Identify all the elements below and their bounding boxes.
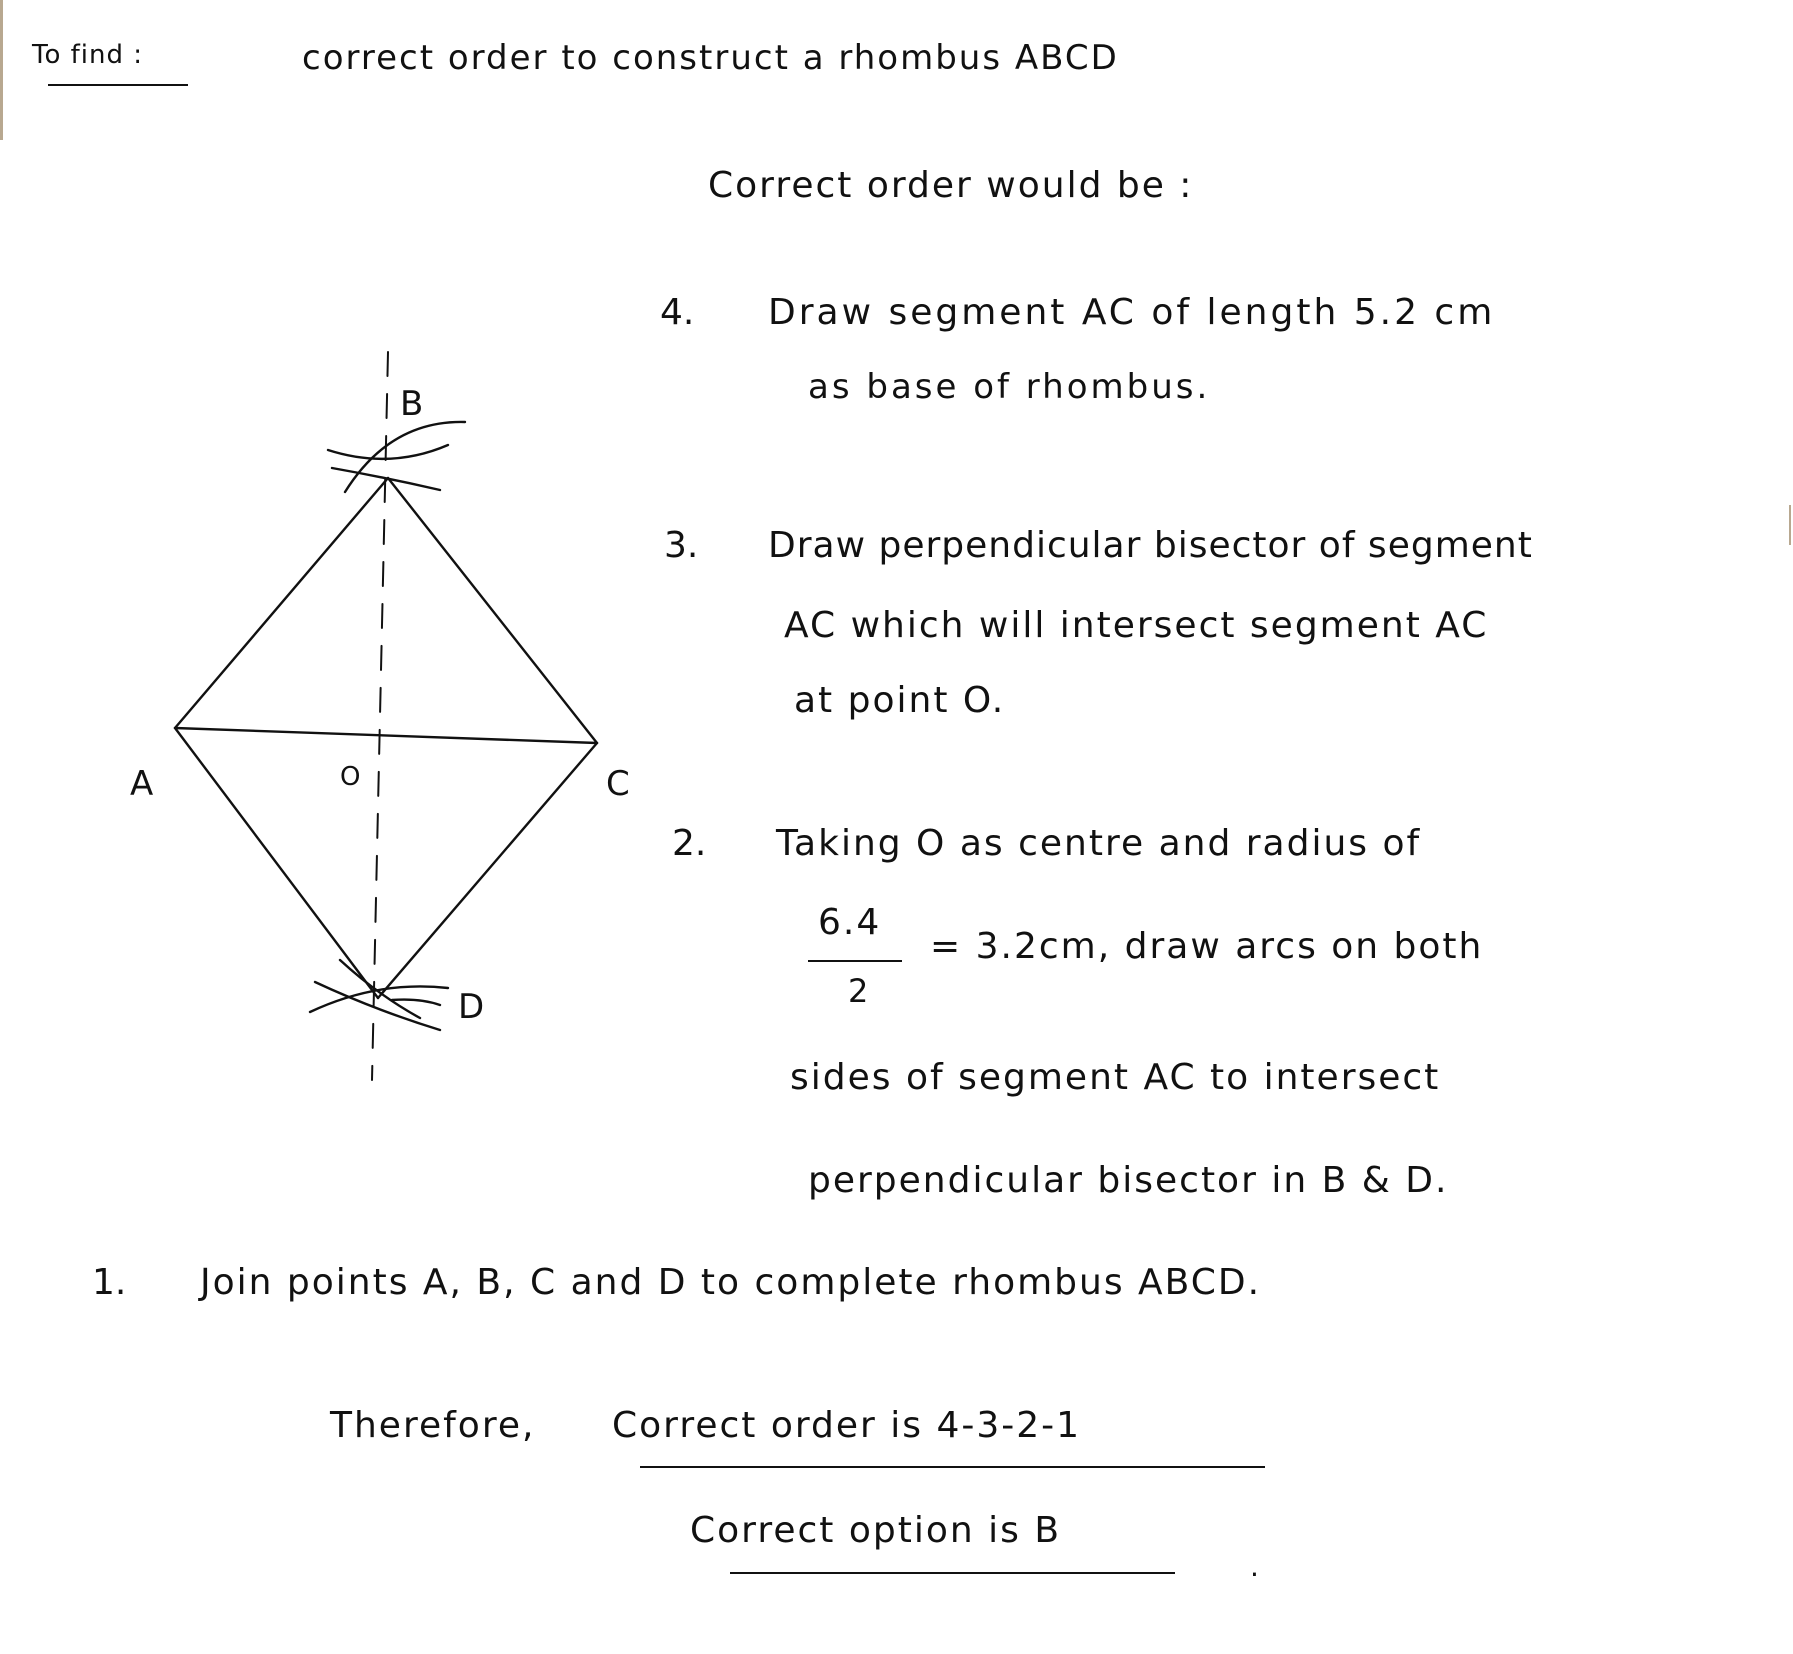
step-4-number: 4. — [660, 292, 695, 333]
step-3-line-2: AC which will intersect segment AC — [784, 605, 1489, 646]
arc-d-3 — [338, 958, 422, 1020]
step-2-line-4: perpendicular bisector in B & D. — [808, 1160, 1449, 1201]
to-find-underline — [48, 84, 188, 86]
step-2-line-3: sides of segment AC to intersect — [790, 1057, 1441, 1098]
side-bc — [386, 476, 599, 745]
side-da — [173, 726, 380, 1000]
label-d: D — [458, 987, 484, 1027]
label-b: B — [400, 384, 423, 424]
step-4-line-1: Draw segment AC of length 5.2 cm — [768, 292, 1496, 333]
step-3-number: 3. — [664, 525, 699, 566]
step-2-line-2: = 3.2cm, draw arcs on both — [930, 926, 1484, 967]
correct-option-text: Correct option is B — [690, 1510, 1062, 1551]
trailing-dot: . — [1250, 1550, 1259, 1583]
correct-order-text: Correct order is 4-3-2-1 — [612, 1405, 1082, 1446]
arc-d-1 — [308, 985, 450, 1014]
step-1-line-1: Join points A, B, C and D to complete rh… — [200, 1262, 1262, 1303]
label-o: O — [340, 762, 360, 792]
task-heading: correct order to construct a rhombus ABC… — [302, 38, 1119, 78]
side-ab — [173, 476, 390, 730]
arc-b-1 — [326, 443, 450, 461]
step-2-fraction-denominator: 2 — [848, 972, 869, 1010]
arc-b-3 — [330, 466, 442, 492]
perpendicular-bisector — [371, 351, 389, 1081]
arc-d-4 — [390, 998, 442, 1007]
therefore-label: Therefore, — [330, 1405, 536, 1446]
step-2-fraction-bar — [808, 960, 902, 962]
label-a: A — [130, 764, 153, 804]
to-find-label: To find : — [32, 40, 144, 70]
label-c: C — [606, 764, 630, 804]
diagonal-ac — [173, 726, 599, 745]
step-2-line-1: Taking O as centre and radius of — [776, 823, 1422, 864]
arc-d-2 — [313, 980, 442, 1032]
step-1-number: 1. — [92, 1262, 127, 1303]
step-4-line-2: as base of rhombus. — [808, 367, 1211, 407]
intro-text: Correct order would be : — [708, 165, 1194, 206]
step-3-line-3: at point O. — [794, 680, 1006, 721]
scan-edge-right — [1789, 505, 1791, 545]
correct-order-underline — [640, 1466, 1265, 1468]
side-cd — [376, 741, 599, 1000]
step-2-fraction-numerator: 6.4 — [818, 902, 882, 943]
correct-option-underline — [730, 1572, 1175, 1574]
step-3-line-1: Draw perpendicular bisector of segment — [768, 525, 1533, 566]
arc-b-2 — [343, 420, 467, 494]
step-2-number: 2. — [672, 823, 707, 864]
scan-edge-left — [0, 0, 3, 140]
